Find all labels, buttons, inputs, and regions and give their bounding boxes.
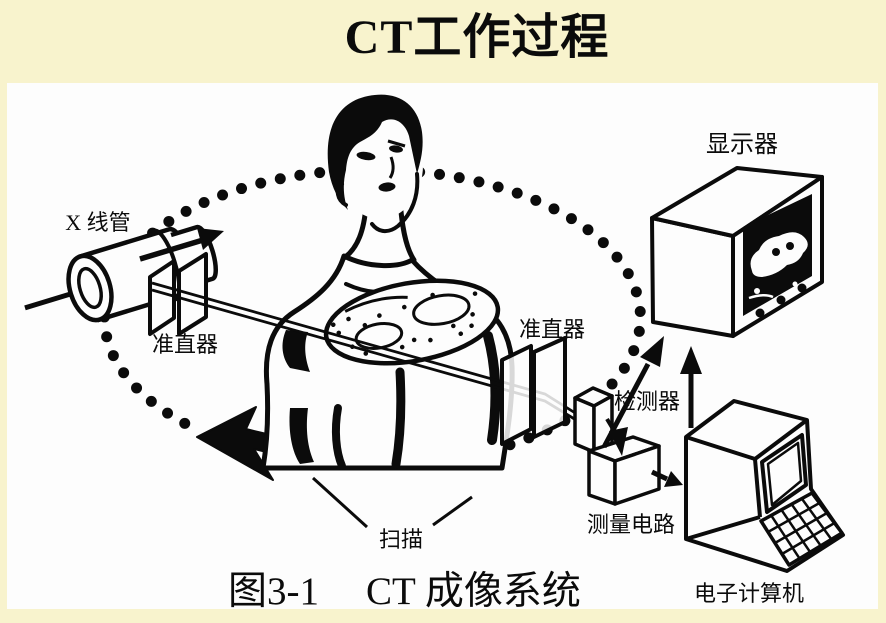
detector-label: 检测器 [614,389,680,414]
shadow-stroke-1 [331,404,346,470]
arrow-measuring-to-computer-shaft [650,469,669,482]
tube-motion-arrow-shaft [139,237,204,262]
xray-tube-label: X 线管 [65,210,130,235]
eye-left [356,151,376,161]
ct-image-hole-1 [772,248,780,256]
caption-figure-number: 图3-1 [228,570,319,613]
shadow-right-forearm [483,331,501,445]
computer-bottom-edge [685,515,761,541]
shadow-left-forearm [289,408,314,464]
measuring-circuit-cube [587,435,661,506]
page-title: CT工作过程 [345,11,610,64]
computer-screen-frame [760,433,808,514]
monitor-drawing [650,166,824,338]
mouth [378,182,396,192]
slice-lung-right [412,293,471,326]
tube-motion-arrow-head [197,228,224,250]
monitor-knob-3 [797,283,807,293]
tube-axis-line [24,291,72,311]
measuring-side [613,444,661,506]
ct-image-hole-2 [786,242,794,250]
caption-title: CT 成像系统 [366,570,581,613]
collimator-left-label: 准直器 [152,332,218,357]
detector-front [573,396,596,454]
arrow-detector-to-measuring-head [609,427,628,456]
arrow-measuring-to-computer-head [664,471,683,487]
collimator-right-plate-1 [500,344,533,446]
scan-label: 扫描 [379,527,423,552]
scan-callout [311,476,473,529]
collimator-right-drawing [500,336,567,446]
computer-label: 电子计算机 [694,581,804,606]
measuring-circuit-label: 测量电路 [587,512,675,537]
nose-line [388,156,395,179]
collimator-right-label: 准直器 [519,317,585,342]
keyboard-grid [767,497,836,560]
monitor-label: 显示器 [706,132,778,158]
monitor-ct-image-blob [750,232,808,277]
shadow-left-arm [282,330,310,372]
collimator-left-plate-1 [148,259,176,336]
ct-image-squiggle [748,294,774,300]
ct-image-speck-1 [754,288,760,294]
shadow-stroke-2 [391,367,406,469]
computer-screen-inner [766,441,803,507]
collimator-left-drawing [148,252,208,336]
computer-front-edge [753,458,762,518]
slice-arc [344,295,408,313]
xray-tube-drawing [24,224,224,323]
monitor-left-face [650,216,735,338]
hair [327,94,423,210]
tube-end-cap-inner [77,266,103,310]
ct-image-speck-2 [792,281,798,287]
scan-callout-line-left [311,476,369,529]
arrow-computer-to-monitor-head [680,346,702,374]
jaw-line [370,172,420,233]
eye-right [389,145,403,153]
brow-line [387,139,406,148]
monitor-knob-1 [755,308,765,318]
signal-arrows [601,336,702,487]
arrow-detector-to-monitor-head [640,336,664,367]
monitor-knob-2 [776,295,786,305]
figure-caption: 图3-1 CT 成像系统 [228,570,581,613]
measuring-front [587,449,617,506]
collimator-right-plate-2 [532,336,567,439]
scan-callout-line-right [432,495,473,527]
computer-drawing [684,399,845,573]
